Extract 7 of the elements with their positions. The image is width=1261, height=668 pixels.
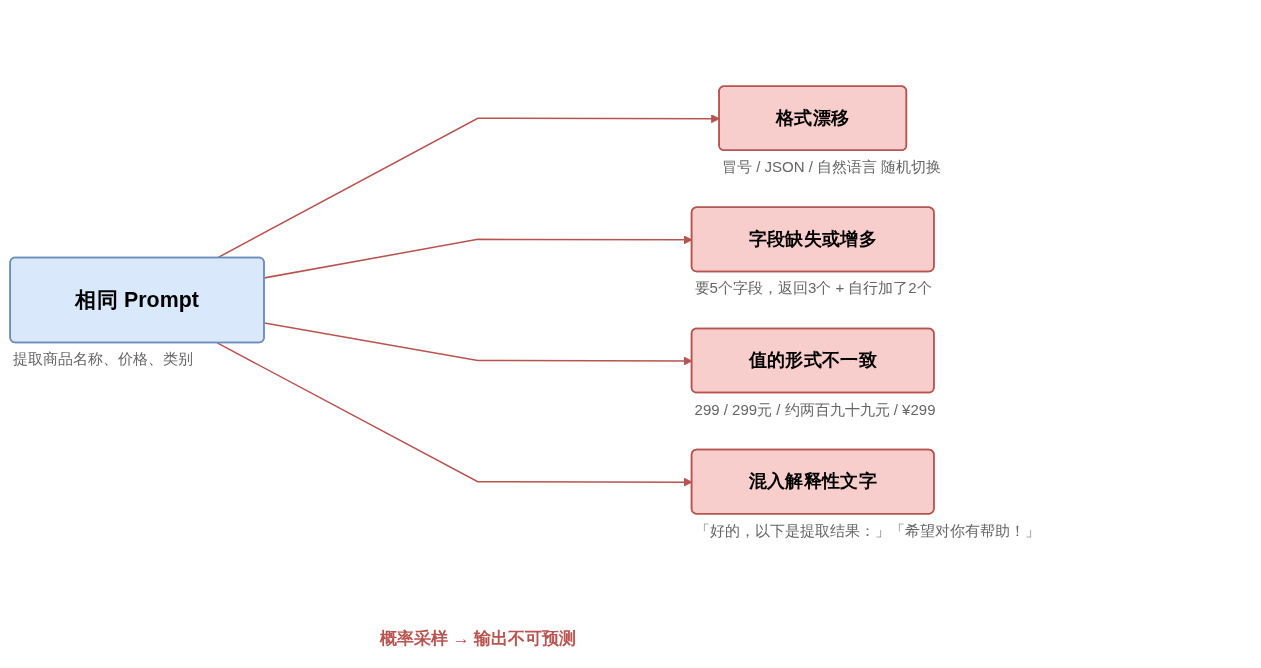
arrow [216, 114, 720, 259]
node-note: 299 / 299元 / 约两百九十九元 / ¥299 [694, 400, 936, 419]
caption: 概率采样 → 输出不可预测 [380, 628, 577, 650]
node-note: 「好的，以下是提取结果：」「希望对你有帮助！」 [694, 521, 1040, 540]
node-note: 提取商品名称、价格、类别 [13, 350, 194, 369]
node-note: 冒号 / JSON / 自然语言 随机切换 [722, 158, 942, 177]
node-note: 要5个字段，返回3个 + 自行加了2个 [694, 279, 932, 298]
